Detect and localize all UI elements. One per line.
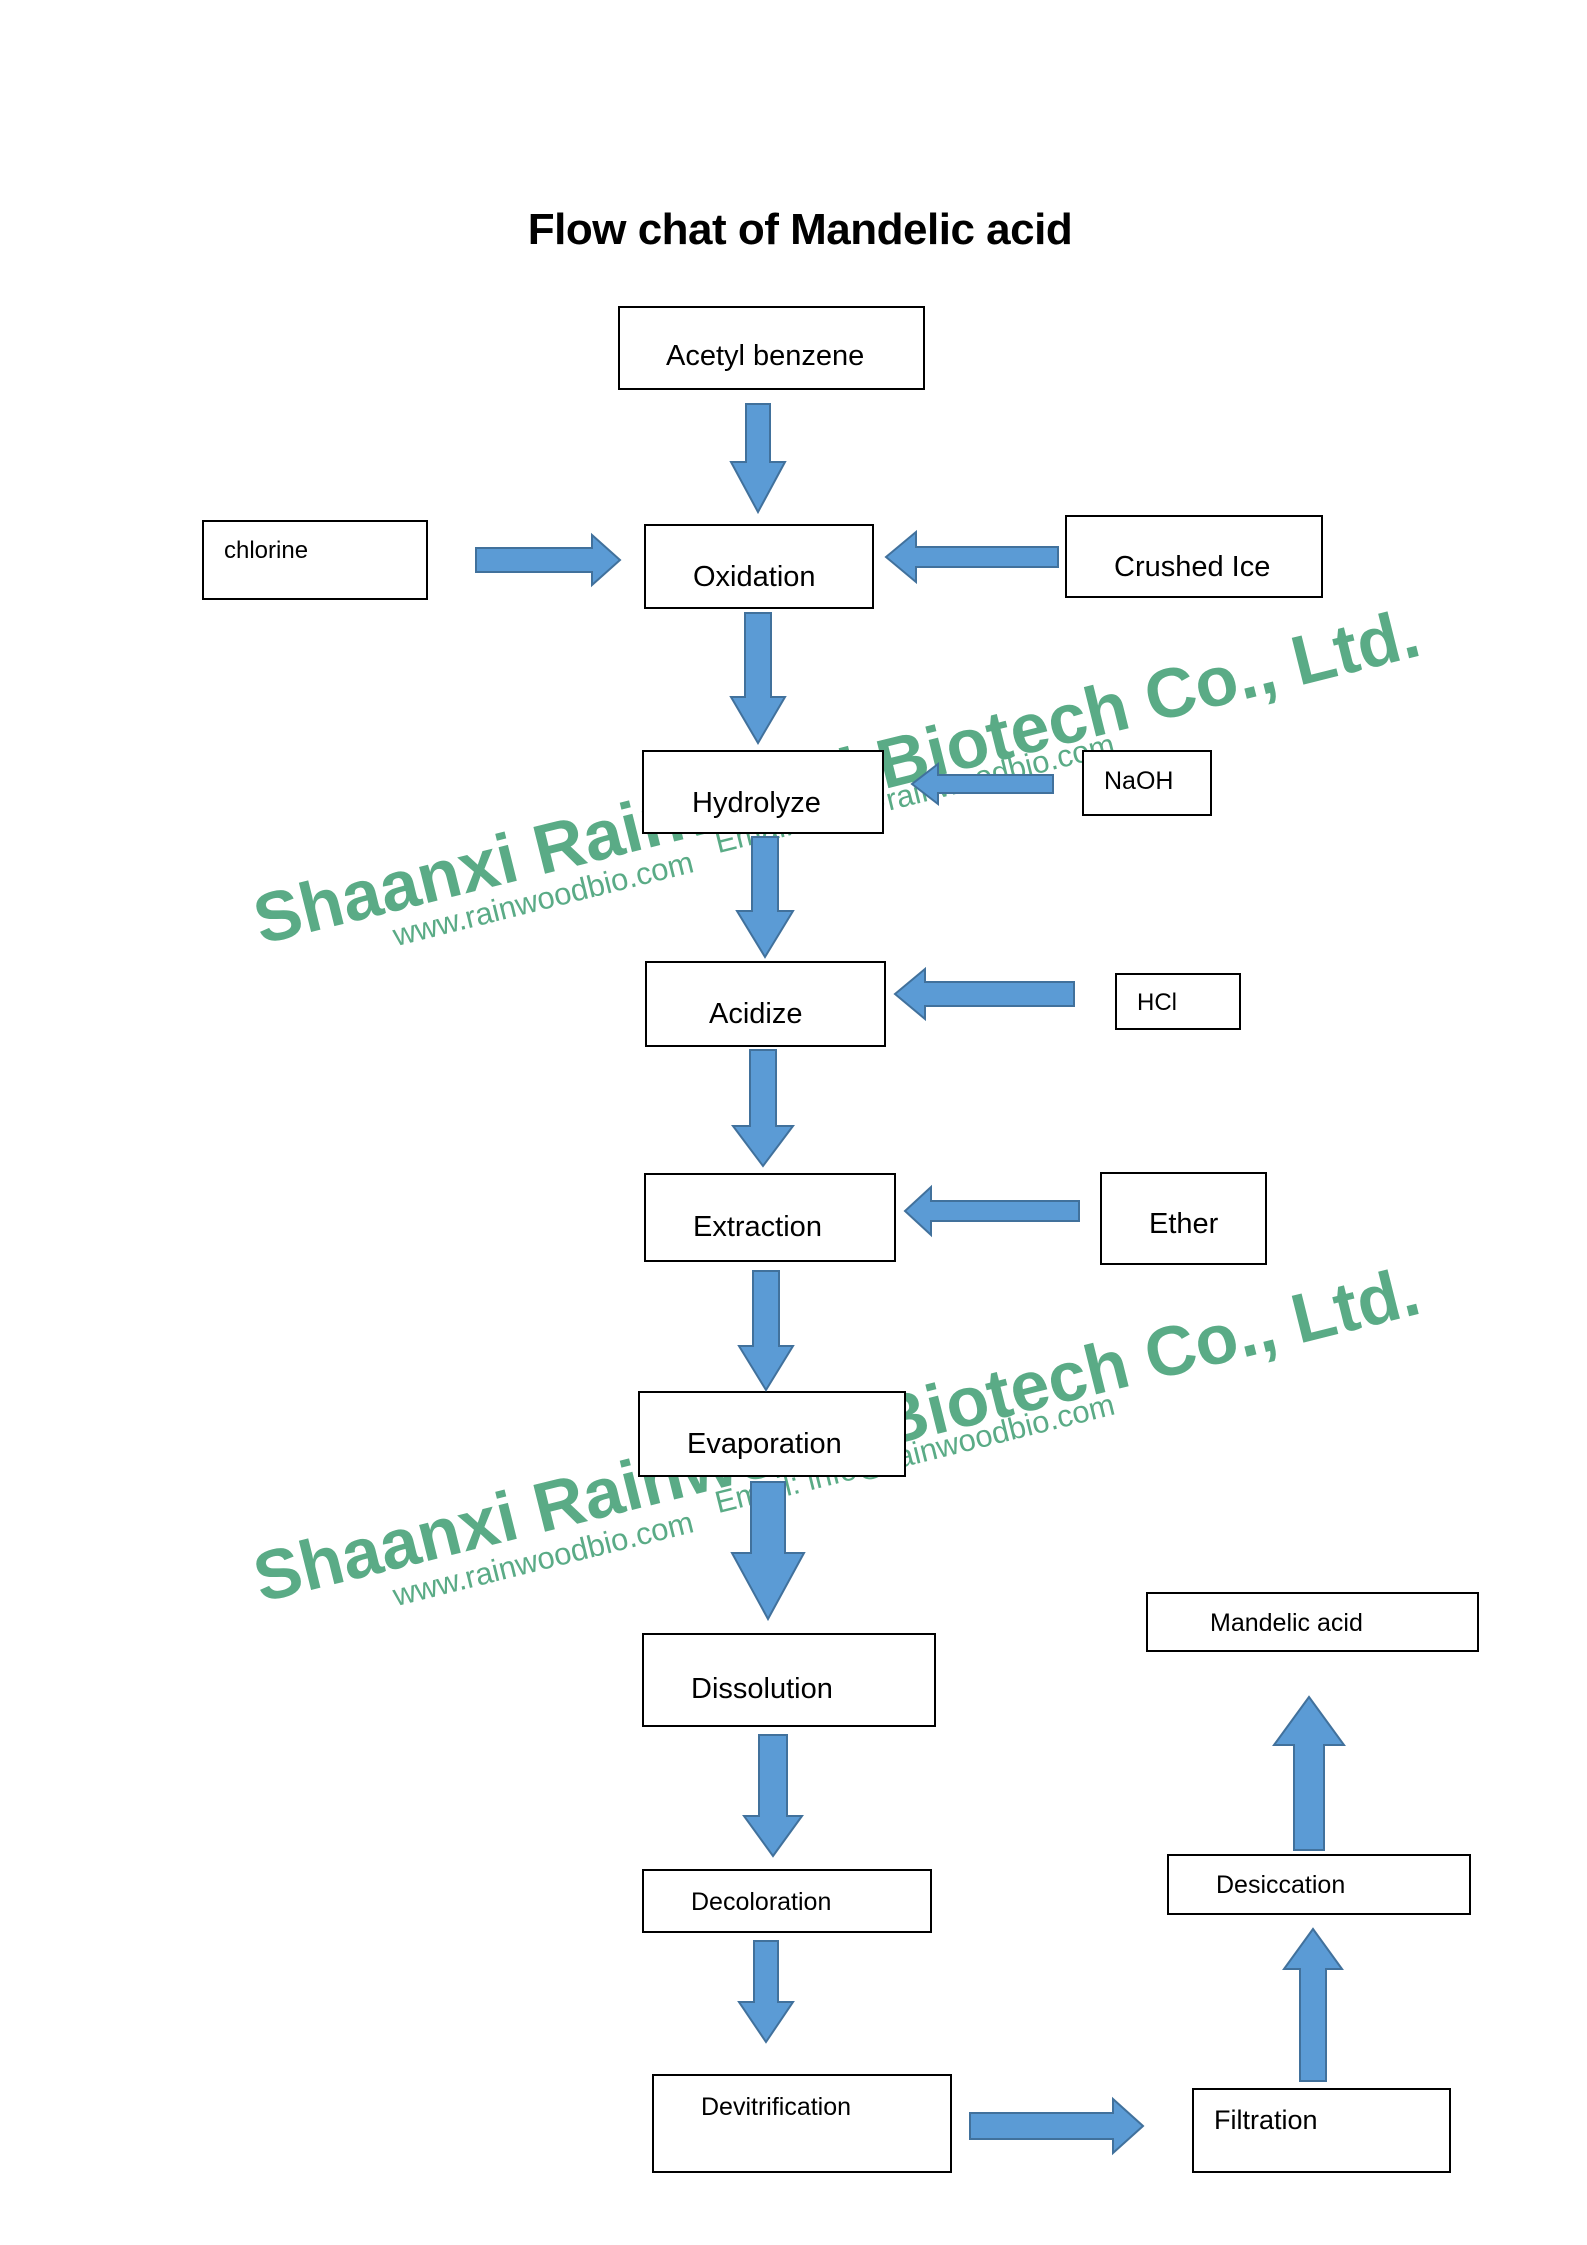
node-evaporation: Evaporation	[638, 1391, 906, 1477]
node-mandelic-acid: Mandelic acid	[1146, 1592, 1479, 1652]
arrow-filtration-to-desiccation	[1282, 1927, 1344, 2082]
arrow-crushed-ice-to-oxidation	[884, 529, 1059, 585]
node-oxidation: Oxidation	[644, 524, 874, 609]
arrow-devitrification-to-filtration	[969, 2096, 1145, 2156]
node-devitrification: Devitrification	[652, 2074, 952, 2173]
node-crushed-ice: Crushed Ice	[1065, 515, 1323, 598]
node-chlorine: chlorine	[202, 520, 428, 600]
arrow-ether-to-extraction	[903, 1184, 1080, 1238]
arrow-naoh-to-hydrolyze	[910, 761, 1054, 807]
node-hydrolyze: Hydrolyze	[642, 750, 884, 834]
node-ether: Ether	[1100, 1172, 1267, 1265]
arrow-extraction-to-evaporation	[737, 1270, 795, 1392]
node-acetyl-benzene: Acetyl benzene	[618, 306, 925, 390]
node-acidize: Acidize	[645, 961, 886, 1047]
arrow-dissolution-to-decoloration	[742, 1734, 804, 1858]
arrow-acetyl-benzene-to-oxidation	[729, 403, 787, 515]
node-dissolution: Dissolution	[642, 1633, 936, 1727]
arrow-acidize-to-extraction	[731, 1049, 795, 1168]
node-desiccation: Desiccation	[1167, 1854, 1471, 1915]
arrow-chlorine-to-oxidation	[475, 532, 622, 588]
node-hcl: HCl	[1115, 973, 1241, 1030]
arrow-hcl-to-acidize	[893, 966, 1075, 1022]
node-filtration: Filtration	[1192, 2088, 1451, 2173]
node-naoh: NaOH	[1082, 750, 1212, 816]
arrow-desiccation-to-mandelic-acid	[1272, 1695, 1346, 1851]
arrow-hydrolyze-to-acidize	[735, 836, 795, 959]
node-decoloration: Decoloration	[642, 1869, 932, 1933]
arrow-decoloration-to-devitrification	[737, 1940, 795, 2044]
page-title: Flow chat of Mandelic acid	[527, 205, 1073, 254]
arrow-oxidation-to-hydrolyze	[729, 612, 787, 745]
arrow-evaporation-to-dissolution	[730, 1481, 806, 1622]
node-extraction: Extraction	[644, 1173, 896, 1262]
